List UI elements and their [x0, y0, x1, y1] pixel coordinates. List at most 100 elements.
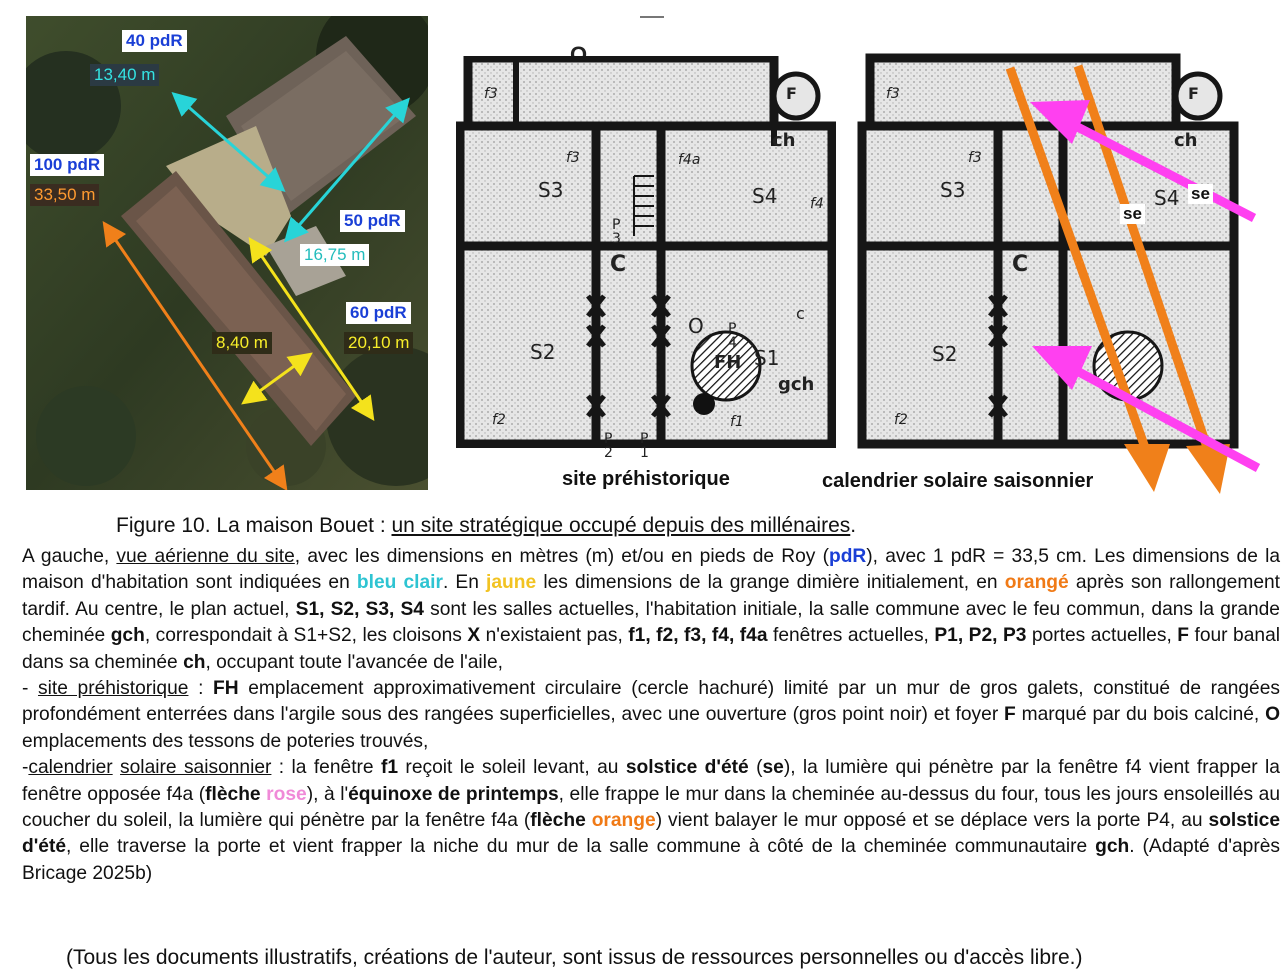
- text: , correspondait à S1+S2, les cloisons: [144, 625, 468, 647]
- text: sont les salles actuelles, l'habitation …: [22, 598, 1280, 647]
- caption-title-prefix: Figure 10. La maison Bouet :: [116, 514, 392, 537]
- caption-title-underlined: un site stratégique occupé depuis des mi…: [391, 514, 851, 537]
- text: -: [22, 757, 29, 779]
- text-bold: S1, S2, S3, S4: [295, 598, 424, 620]
- barn-length-m-label: 20,10 m: [344, 332, 414, 354]
- text: marqué par du bois calciné,: [1015, 704, 1266, 726]
- text: fenêtres actuelles,: [767, 625, 935, 647]
- door-p4: P 4: [728, 321, 737, 351]
- text-bold: solstice d'été: [22, 810, 1280, 858]
- aerial-photo: 40 pdR 13,40 m 100 pdR 33,50 m 50 pdR 16…: [26, 16, 428, 490]
- chimney-ch: ch: [772, 130, 796, 151]
- house-length-feet-label: 40 pdR: [122, 30, 187, 52]
- text: n'existaient pas,: [480, 625, 629, 647]
- text: :: [188, 678, 214, 700]
- text: (: [748, 757, 763, 779]
- text-bold: F: [1177, 625, 1190, 647]
- text-bold: P1, P2, P3: [934, 625, 1027, 647]
- text-underlined: site préhistorique: [38, 678, 189, 700]
- text: ) vient balayer le mur opposé et se dépl…: [655, 810, 1209, 832]
- aerial-photo-image: [26, 16, 428, 490]
- text-bold: O: [1265, 704, 1281, 726]
- plan-prehistoric-drawing: [455, 53, 837, 449]
- oven-f-right: F: [1188, 84, 1199, 103]
- figure-caption-title: Figure 10. La maison Bouet : un site str…: [116, 514, 856, 538]
- text-cyan: bleu clair: [356, 572, 443, 594]
- room-s2: S2: [530, 340, 556, 364]
- text: portes actuelles,: [1026, 625, 1178, 647]
- barn-length-feet-label: 100 pdR: [30, 154, 105, 176]
- text: [113, 757, 120, 778]
- text-yellow: jaune: [486, 572, 537, 594]
- room-c: C: [610, 252, 627, 277]
- text-bold: FH: [213, 678, 239, 700]
- text: A gauche,: [22, 546, 117, 567]
- caption-title-suffix: .: [850, 514, 857, 537]
- window-f3-right: f3: [968, 150, 982, 166]
- plan-prehistoric: S3 S4 S2 S1 C ch F gch FH O f2 f1 f3 f3 …: [455, 53, 837, 449]
- house-width-feet-label: 50 pdR: [340, 210, 405, 232]
- door-p1: P 1: [640, 431, 649, 461]
- text: . En: [442, 572, 487, 594]
- text: , elle frappe le mur dans la cheminée au…: [22, 783, 1280, 832]
- text: : la fenêtre: [271, 757, 381, 779]
- text: ), la lumière qui pénètre par la fenêtre…: [22, 757, 1280, 805]
- text: ), à l': [306, 783, 349, 805]
- room-s3: S3: [538, 178, 564, 202]
- label-fh: FH: [714, 352, 742, 373]
- window-f3: f3: [566, 150, 580, 166]
- plan-right-label: calendrier solaire saisonnier: [822, 470, 1094, 492]
- text: les dimensions de la grange dimière init…: [536, 572, 1005, 594]
- house-width-m-label: 16,75 m: [300, 244, 370, 266]
- window-f3-top-right: f3: [886, 86, 900, 102]
- big-chimney-gch: gch: [778, 374, 815, 395]
- window-f3-top: f3: [484, 86, 498, 102]
- text: -: [22, 678, 39, 700]
- text-bold: gch: [110, 625, 145, 647]
- text-bold: se: [762, 757, 784, 779]
- tag-se-orange: se: [1120, 204, 1145, 224]
- label-c-small: c: [796, 304, 805, 323]
- text: ), avec 1 pdR = 33,5 cm. Les dimensions …: [22, 546, 1281, 594]
- caption-paragraph-solar: -calendrier solaire saisonnier : la fenê…: [22, 755, 1280, 887]
- text-bold: gch: [1095, 836, 1130, 858]
- text: , avec les dimensions en mètres (m) et/o…: [294, 546, 829, 567]
- oven-f: F: [786, 84, 797, 103]
- caption-paragraph-aerial: A gauche, vue aérienne du site, avec les…: [22, 544, 1280, 676]
- room-s4-right: S4: [1154, 186, 1180, 210]
- plan-left-label: site préhistorique: [562, 468, 730, 490]
- text: après son rallongement tardif. Au centre…: [22, 572, 1280, 620]
- text-bold: solstice d'été: [625, 757, 749, 779]
- door-p3: P 3: [612, 217, 621, 247]
- room-c-right: C: [1012, 252, 1029, 277]
- text-underlined: solaire saisonnier: [120, 757, 272, 779]
- plan-solar-calendar: S3 S4 S2 C ch F f2 f3 f3 se se: [857, 53, 1261, 494]
- window-f2-right: f2: [894, 412, 908, 428]
- text-bold: ch: [183, 651, 206, 673]
- figure-caption-body: A gauche, vue aérienne du site, avec les…: [22, 544, 1280, 887]
- window-f1: f1: [730, 414, 744, 430]
- text: emplacements des tessons de poteries tro…: [22, 730, 429, 752]
- text: four banal dans sa cheminée: [22, 625, 1280, 673]
- text-underlined: vue aérienne du site: [116, 546, 295, 567]
- room-s4: S4: [752, 184, 778, 208]
- text: . (Adapté d'après Bricage 2025b): [22, 836, 1280, 884]
- tag-se-pink: se: [1188, 184, 1213, 204]
- text-bold: X: [467, 625, 481, 647]
- text-bold: équinoxe de printemps: [348, 783, 559, 805]
- barn-extended-length-label: 33,50 m: [30, 184, 100, 206]
- text: emplacement approximativement circulaire…: [22, 678, 1280, 726]
- text-underlined: calendrier: [28, 757, 113, 779]
- caption-paragraph-prehistoric: - site préhistorique : FH emplacement ap…: [22, 676, 1280, 755]
- orange-arrows: [1005, 64, 1230, 494]
- room-s1: S1: [754, 346, 780, 370]
- chimney-ch-right: ch: [1174, 130, 1198, 151]
- barn-width-m-label: 8,40 m: [212, 332, 272, 354]
- text-bold: flèche: [530, 810, 592, 832]
- top-rule: [640, 16, 664, 18]
- text: , elle traverse la porte et vient frappe…: [66, 836, 1096, 858]
- text-blue: pdR: [828, 546, 867, 567]
- text-orange: orangé: [1004, 572, 1069, 594]
- text: reçoit le soleil levant, au: [398, 757, 626, 779]
